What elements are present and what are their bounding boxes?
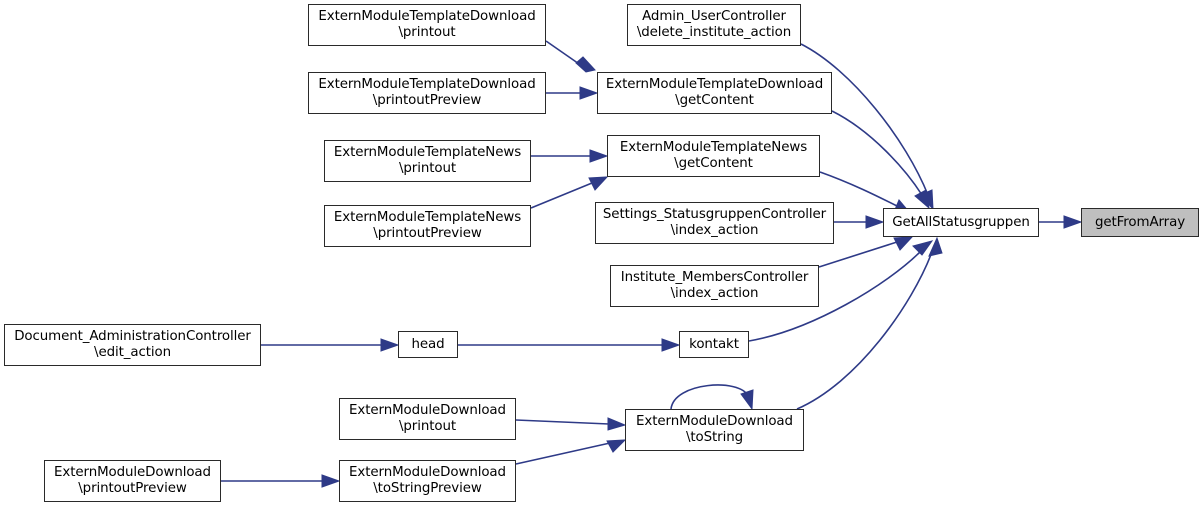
edge-getallstatusgruppen-to-getfromarray: [1039, 215, 1083, 229]
node-externmoduletemplatedownload-printoutpreview[interactable]: ExternModuleTemplateDownload \printoutPr…: [308, 72, 546, 114]
node-settings-statusgruppencontroller-index-action[interactable]: Settings_StatusgruppenController \index_…: [595, 202, 834, 244]
edge-adminusercontroller-to-getallstatusgruppen: [800, 43, 934, 211]
edge-tostring-self-loop: [670, 384, 754, 411]
node-getallstatusgruppen[interactable]: GetAllStatusgruppen: [883, 208, 1039, 237]
node-externmoduledownload-tostringpreview[interactable]: ExternModuleDownload \toStringPreview: [339, 460, 516, 502]
edge-kontakt-to-getallstatusgruppen: [748, 240, 934, 342]
node-head[interactable]: head: [398, 331, 458, 358]
edge-tostringpreview-to-tostring: [515, 439, 627, 465]
edge-downloadprintout-to-tostring: [515, 417, 627, 431]
edge-getcontentdownload-to-getallstatusgruppen: [831, 110, 930, 210]
node-getfromarray[interactable]: getFromArray: [1081, 208, 1199, 237]
edge-tostring-to-getallstatusgruppen: [796, 236, 943, 410]
edge-institutemembers-to-getallstatusgruppen: [818, 236, 914, 268]
edge-newsprintout-to-newsgetcontent: [531, 149, 609, 163]
node-institute-memberscontroller-index-action[interactable]: Institute_MembersController \index_actio…: [610, 265, 819, 307]
edge-settingsstatusgruppen-to-getallstatusgruppen: [834, 215, 885, 229]
edge-documentadmin-to-head: [261, 338, 400, 352]
node-externmoduletemplatedownload-printout[interactable]: ExternModuleTemplateDownload \printout: [308, 4, 546, 46]
edge-head-to-kontakt: [458, 338, 681, 352]
edge-printout-to-getcontent: [545, 40, 596, 73]
node-document-administrationcontroller-edit-action[interactable]: Document_AdministrationController \edit_…: [4, 324, 261, 366]
edge-newsprintoutpreview-to-newsgetcontent: [530, 176, 609, 209]
node-externmoduletemplatenews-printoutpreview[interactable]: ExternModuleTemplateNews \printoutPrevie…: [324, 205, 531, 247]
node-externmoduledownload-printout[interactable]: ExternModuleDownload \printout: [339, 398, 516, 440]
node-externmoduletemplatedownload-getcontent[interactable]: ExternModuleTemplateDownload \getContent: [597, 72, 832, 114]
node-externmoduletemplatenews-printout[interactable]: ExternModuleTemplateNews \printout: [324, 140, 531, 182]
node-externmoduledownload-tostring[interactable]: ExternModuleDownload \toString: [625, 409, 804, 451]
node-admin-usercontroller-delete-institute-action[interactable]: Admin_UserController \delete_institute_a…: [627, 4, 801, 46]
node-externmoduledownload-printoutpreview[interactable]: ExternModuleDownload \printoutPreview: [44, 460, 221, 502]
node-kontakt[interactable]: kontakt: [679, 331, 749, 358]
edge-printoutpreview-to-getcontent: [546, 86, 599, 100]
node-externmoduletemplatenews-getcontent[interactable]: ExternModuleTemplateNews \getContent: [607, 135, 820, 177]
edge-downloadprintoutpreview-to-tostringpreview: [221, 474, 341, 488]
